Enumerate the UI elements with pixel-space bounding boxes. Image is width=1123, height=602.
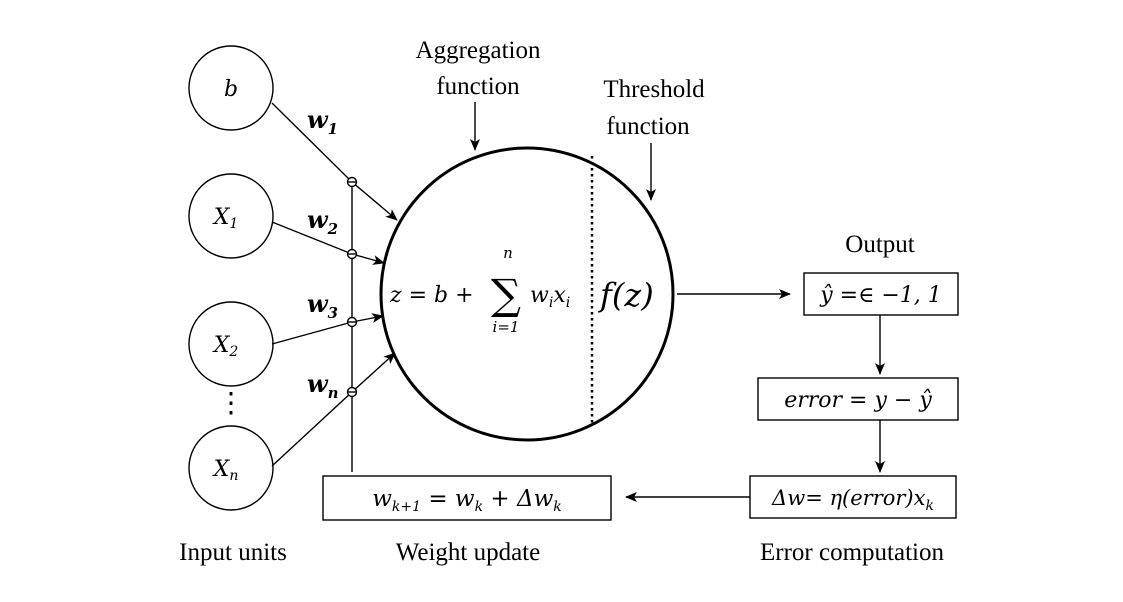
input-node-xn: Xn: [188, 425, 274, 511]
xn-label: X: [212, 457, 231, 482]
ellipsis-dots: ⋮: [217, 386, 245, 419]
threshold-caption-line1: Threshold: [603, 76, 705, 103]
update-formula: wk+1 = wk + Δwk: [372, 486, 562, 515]
threshold-caption-line2: function: [606, 113, 690, 140]
error-box: [757, 377, 959, 421]
junction-w3: [346, 316, 358, 328]
aggregation-caption-line1: Aggregation: [416, 37, 541, 64]
caption-error-computation: Error computation: [760, 539, 944, 566]
weight-label-w2: w2: [307, 205, 338, 238]
output-title: Output: [845, 231, 915, 258]
xn-subscript: n: [229, 468, 238, 484]
delta-box: [749, 475, 957, 519]
delta-formula: Δw= η(error)xk: [771, 486, 934, 514]
arrow-w1: [351, 181, 398, 221]
x2-label: X: [212, 333, 231, 358]
output-formula: ŷ =∈ −1, 1: [819, 283, 942, 308]
wire-xn: [271, 391, 353, 467]
x1-subscript: 1: [229, 216, 238, 232]
weight-label-w1: w1: [307, 105, 338, 138]
aggregation-term: wixi: [530, 283, 570, 311]
input-node-x2: X2: [188, 301, 274, 387]
bias-label: b: [224, 77, 238, 102]
aggregation-lhs: z = b +: [389, 283, 474, 308]
arrow-w2: [351, 253, 385, 265]
aggregation-caption-line2: function: [436, 73, 520, 100]
caption-weight-update: Weight update: [396, 539, 540, 566]
svg-text:X1: X1: [212, 205, 239, 232]
junction-wn: [346, 386, 358, 398]
weight-label-wn: wn: [307, 369, 339, 402]
neuron-circle: [379, 146, 675, 442]
wire-x2: [271, 321, 353, 345]
junction-w2: [346, 248, 358, 260]
weight-label-w3: w3: [307, 289, 338, 322]
sum-lower-limit: i=1: [493, 318, 520, 336]
x2-subscript: 2: [228, 344, 238, 360]
arrow-wn: [351, 352, 396, 393]
wire-bias: [271, 102, 353, 183]
caption-input-units: Input units: [179, 539, 287, 566]
x1-label: X: [212, 205, 231, 230]
arrow-w3: [351, 313, 384, 323]
update-box: [322, 475, 612, 521]
svg-text:Xn: Xn: [212, 457, 239, 484]
input-node-bias: b: [188, 45, 274, 131]
error-formula: error = y − ŷ: [784, 388, 932, 413]
sigma-symbol: ∑: [491, 270, 521, 319]
sum-upper-limit: n: [503, 244, 513, 262]
activation-function: f(z): [598, 276, 654, 314]
input-node-x1: X1: [188, 173, 274, 259]
wire-x1: [271, 221, 353, 255]
junction-w1: [346, 176, 358, 188]
output-box: [803, 272, 959, 316]
svg-text:X2: X2: [212, 333, 239, 360]
